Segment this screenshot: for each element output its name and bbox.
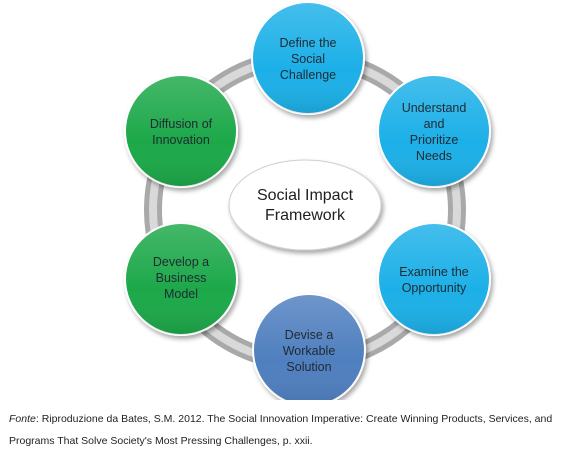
caption-text: : Riproduzione da Bates, S.M. 2012. The … [9, 413, 553, 447]
center-label-line-2: Framework [265, 207, 346, 224]
node-understand-label-3: Prioritize [410, 133, 459, 147]
node-examine-label-2: Opportunity [402, 281, 467, 295]
node-understand-label-4: Needs [416, 149, 452, 163]
node-define-label-2: Social [291, 52, 325, 66]
node-understand-prioritize-needs: Understand and Prioritize Needs [377, 74, 491, 188]
node-develop-business-model: Develop a Business Model [124, 222, 238, 336]
node-devise-workable-solution: Devise a Workable Solution [252, 293, 366, 400]
node-devise-label-1: Devise a [285, 328, 334, 342]
node-define-label-3: Challenge [280, 68, 336, 82]
center-label-line-1: Social Impact [257, 187, 354, 204]
caption-prefix: Fonte [9, 413, 36, 425]
node-understand-label-1: Understand [402, 101, 467, 115]
node-devise-label-2: Workable [283, 344, 336, 358]
source-caption: Fonte: Riproduzione da Bates, S.M. 2012.… [9, 408, 571, 452]
node-develop-label-3: Model [164, 287, 198, 301]
node-develop-label-2: Business [156, 271, 207, 285]
node-define-social-challenge: Define the Social Challenge [251, 1, 365, 115]
node-define-label-1: Define the [280, 36, 337, 50]
node-understand-label-2: and [424, 117, 445, 131]
node-diffusion-of-innovation: Diffusion of Innovation [124, 74, 238, 188]
node-develop-label-1: Develop a [153, 255, 209, 269]
node-examine-label-1: Examine the [399, 265, 469, 279]
node-devise-label-3: Solution [286, 360, 331, 374]
center-framework [228, 159, 382, 251]
node-diffusion-label-1: Diffusion of [150, 117, 213, 131]
social-impact-framework-diagram: Social Impact Framework Define the Socia… [124, 1, 491, 400]
node-examine-opportunity: Examine the Opportunity [377, 222, 491, 336]
node-diffusion-label-2: Innovation [152, 133, 210, 147]
